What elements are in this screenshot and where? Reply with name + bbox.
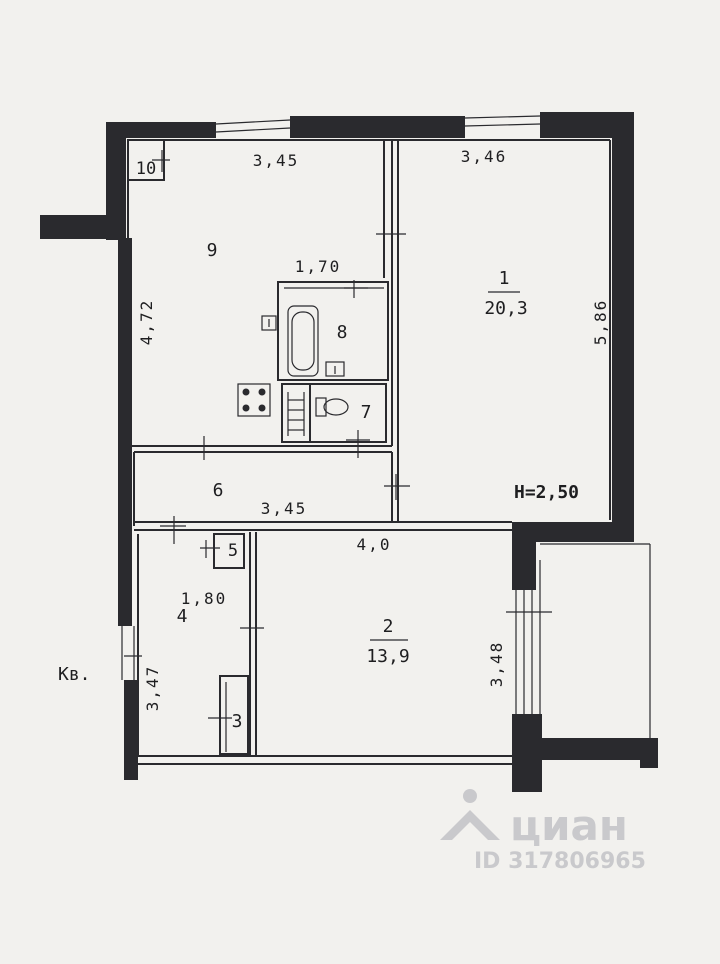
room-10-number: 10 <box>136 159 156 179</box>
dim-hall-width: 1,80 <box>181 589 228 608</box>
room-8-number: 8 <box>337 322 348 343</box>
room-3-number: 3 <box>232 711 243 732</box>
fixtures <box>237 305 349 436</box>
ceiling-height: H=2,50 <box>514 482 579 503</box>
door-marks <box>124 150 552 732</box>
washbasin-icon <box>325 361 345 377</box>
room-7-number: 7 <box>361 402 372 423</box>
cian-logo-icon <box>440 789 500 840</box>
room-2-number: 2 <box>383 616 394 637</box>
watermark: циан ID 317806965 <box>440 789 646 874</box>
room-1-number: 1 <box>499 268 510 289</box>
apartment-label: Кв. <box>58 664 91 685</box>
dim-room2-height: 3,48 <box>487 641 506 688</box>
sink-icon <box>261 315 277 331</box>
dim-room6-width: 3,45 <box>261 499 308 518</box>
room-6-number: 6 <box>213 480 224 501</box>
toilet-icon <box>315 397 349 417</box>
interior-walls <box>127 139 611 756</box>
dim-top-right: 3,46 <box>461 147 508 166</box>
dim-room9-height: 4,72 <box>137 299 156 346</box>
dimension-labels: 3,45 3,46 1,70 3,45 4,0 1,80 4,72 5,86 3… <box>137 147 610 711</box>
dim-hall-height: 3,47 <box>143 665 162 712</box>
watermark-id: ID 317806965 <box>474 849 646 874</box>
room-2-area: 13,9 <box>366 646 409 667</box>
bathtub-icon <box>287 305 319 377</box>
dim-room2-width: 4,0 <box>357 535 392 554</box>
dim-top-left: 3,45 <box>253 151 300 170</box>
heater-icon <box>287 392 305 436</box>
dim-bath-width: 1,70 <box>295 257 342 276</box>
room-labels: 10 9 8 7 6 5 4 3 1 20,3 2 13,9 <box>136 159 528 732</box>
room-4-number: 4 <box>177 606 188 627</box>
room-1-area: 20,3 <box>484 298 527 319</box>
room-9-number: 9 <box>207 240 218 261</box>
dim-room1-height: 5,86 <box>591 299 610 346</box>
stove-icon <box>237 383 271 417</box>
watermark-brand: циан <box>510 801 628 850</box>
room-5-number: 5 <box>228 541 238 561</box>
